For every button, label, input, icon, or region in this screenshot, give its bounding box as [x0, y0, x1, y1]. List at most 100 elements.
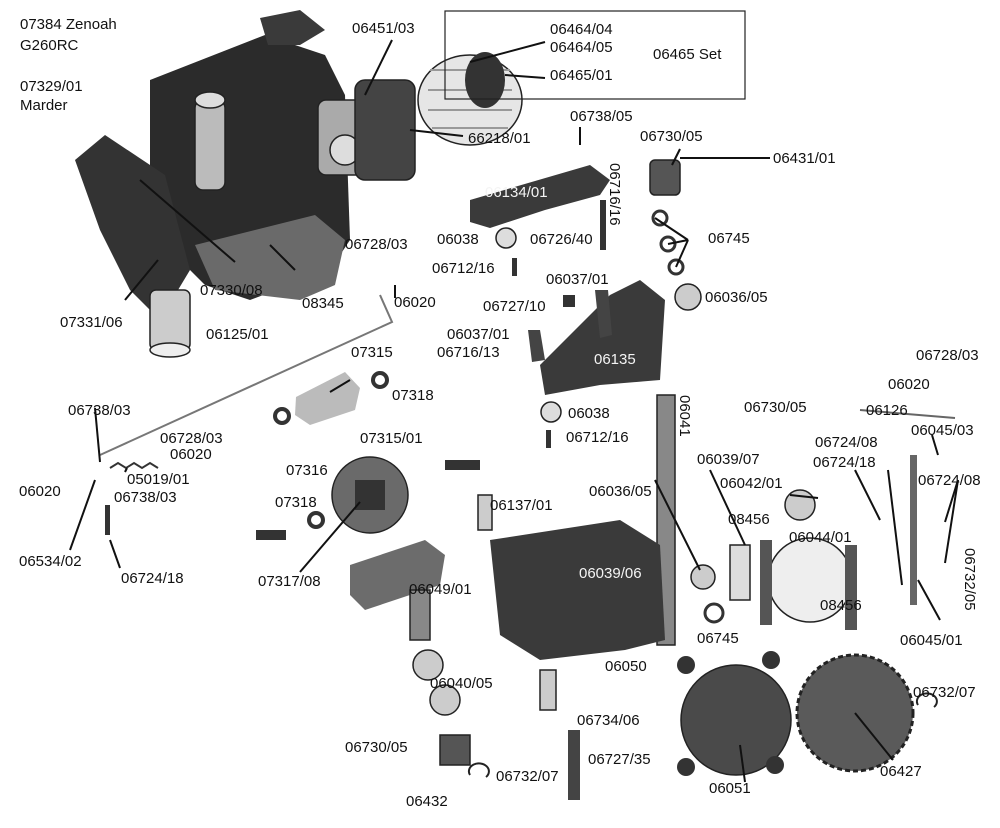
label-06135: 06135: [594, 351, 636, 368]
label-07330-08: 07330/08: [200, 282, 263, 299]
exhaust-muffler: [75, 135, 191, 358]
screw-06724-18-left: [105, 505, 110, 535]
mount-bracket-06135: [540, 280, 665, 395]
throttle-spring-05019: [109, 461, 159, 470]
brake-cam-06042: [784, 489, 816, 521]
label-06020-mid: 06020: [394, 294, 436, 311]
label-06464-05: 06464/05: [550, 39, 613, 56]
clutch-carrier-07315: [295, 372, 360, 425]
pinion-06432: [439, 734, 471, 766]
label-08456-a: 08456: [728, 511, 770, 528]
label-06431-01: 06431/01: [773, 150, 836, 167]
clutch-bolt-left: [256, 530, 286, 540]
screw-06716-16: [600, 200, 606, 250]
bearing-06038-mid: [540, 401, 562, 423]
label-08456-b: 08456: [820, 597, 862, 614]
filter-set-box: [444, 10, 746, 100]
washer-07318-mid: [307, 511, 325, 529]
label-06724-18-right: 06724/18: [813, 454, 876, 471]
brake-shaft-06045: [910, 455, 917, 605]
set-label: 06465 Set: [653, 46, 722, 63]
washer-07318-left: [273, 407, 291, 425]
label-06038-mid: 06038: [568, 405, 610, 422]
bearing-06036-top: [674, 283, 702, 311]
label-06036-05-mid: 06036/05: [589, 483, 652, 500]
spur-gear-06051: [680, 664, 792, 776]
label-06451-03: 06451/03: [352, 20, 415, 37]
label-06716-13: 06716/13: [437, 344, 500, 361]
bracket-06037-lower: [528, 330, 545, 362]
label-06020-left-b: 06020: [19, 483, 61, 500]
label-06724-08-a: 06724/08: [815, 434, 878, 451]
label-06020-left-a: 06020: [170, 446, 212, 463]
label-07317-08: 07317/08: [258, 573, 321, 590]
engine-code-1: 07384 Zenoah: [20, 16, 117, 33]
label-06427: 06427: [880, 763, 922, 780]
label-06126: 06126: [866, 402, 908, 419]
label-06730-05-right: 06730/05: [744, 399, 807, 416]
clip-06732-07-bottom: [467, 762, 490, 778]
washer-06745-a: [651, 209, 669, 227]
label-06037-01-top: 06037/01: [546, 271, 609, 288]
screw-06712-16-mid: [546, 430, 551, 448]
air-filter: [354, 52, 523, 181]
label-07318-mid: 07318: [275, 494, 317, 511]
label-06040-05: 06040/05: [430, 675, 493, 692]
clip-06732-07-right: [915, 692, 938, 708]
brake-lever-06039-07: [729, 544, 751, 601]
label-06730-05-top: 06730/05: [640, 128, 703, 145]
label-06044-01: 06044/01: [789, 529, 852, 546]
label-06045-03: 06045/03: [911, 422, 974, 439]
label-06037-01-mid: 06037/01: [447, 326, 510, 343]
label-07315: 07315: [351, 344, 393, 361]
clutch-bell-06049: [350, 540, 445, 610]
label-06051: 06051: [709, 780, 751, 797]
label-06728-03-mid: 06728/03: [345, 236, 408, 253]
label-06039-07: 06039/07: [697, 451, 760, 468]
label-06727-10: 06727/10: [483, 298, 546, 315]
screw-06712-16-top: [512, 258, 517, 276]
label-06738-03-left: 06738/03: [68, 402, 131, 419]
gear-nut-06050-d: [766, 756, 784, 774]
label-06041: 06041: [676, 395, 693, 437]
label-06464-04: 06464/04: [550, 21, 613, 38]
label-08345: 08345: [302, 295, 344, 312]
label-06730-05-bottom: 06730/05: [345, 739, 408, 756]
spacer-06137: [477, 494, 493, 531]
label-06038-top: 06038: [437, 231, 479, 248]
bearing-06040-a: [412, 649, 444, 681]
label-06039-06: 06039/06: [579, 565, 642, 582]
label-06724-18-left: 06724/18: [121, 570, 184, 587]
engine-code-2: 07329/01: [20, 78, 83, 95]
gear-nut-06050-b: [762, 651, 780, 669]
gear-nut-06050-c: [677, 758, 695, 776]
mount-bracket-06134: [470, 165, 610, 228]
label-06712-16-top: 06712/16: [432, 260, 495, 277]
label-06724-08-b: 06724/08: [918, 472, 981, 489]
bearing-06040-b: [429, 684, 461, 716]
label-06432: 06432: [406, 793, 448, 810]
part-labels: 07384 Zenoah G260RC 07329/01 Marder 0646…: [19, 16, 981, 810]
label-07318-top: 07318: [392, 387, 434, 404]
label-06728-03-right: 06728/03: [916, 347, 979, 364]
nut-06727-10: [563, 295, 575, 307]
label-06738-03-mid: 06738/03: [114, 489, 177, 506]
brake-rod-06126: [859, 409, 956, 419]
label-06732-07-bottom: 06732/07: [496, 768, 559, 785]
label-05019-01: 05019/01: [127, 471, 190, 488]
label-06732-07-right: 06732/07: [913, 684, 976, 701]
label-06726-40: 06726/40: [530, 231, 593, 248]
label-06734-06: 06734/06: [577, 712, 640, 729]
bearing-06036-mid: [690, 564, 716, 590]
label-06045-01: 06045/01: [900, 632, 963, 649]
label-06137-01: 06137/01: [490, 497, 553, 514]
engine-model-1: G260RC: [20, 37, 79, 54]
label-06050: 06050: [605, 658, 647, 675]
bolt-06727-35: [568, 730, 580, 800]
gear-plate-06039: [490, 520, 665, 660]
gear-nut-06050-a: [677, 656, 695, 674]
label-06134-01: 06134/01: [485, 184, 548, 201]
label-06020-right: 06020: [888, 376, 930, 393]
washer-07318-top: [371, 371, 389, 389]
